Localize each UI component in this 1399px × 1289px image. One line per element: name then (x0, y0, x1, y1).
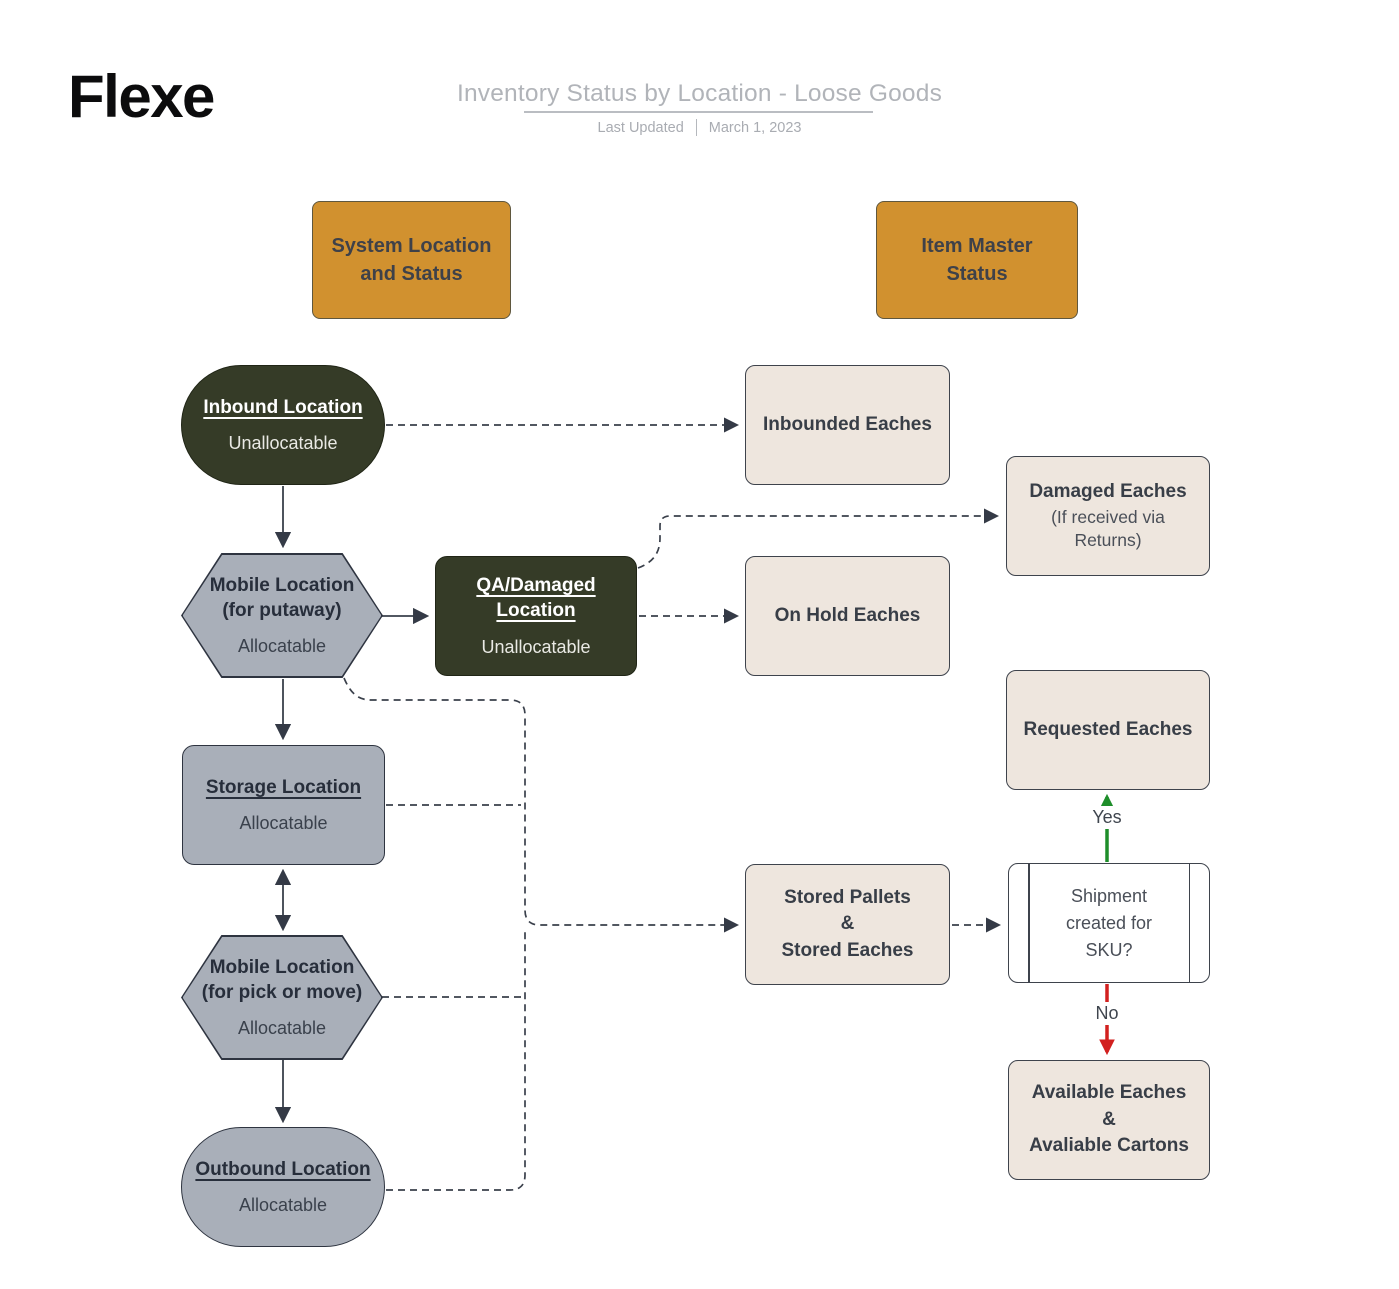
edge-trunk-to-stored (343, 677, 740, 933)
page-title: Inventory Status by Location - Loose Goo… (456, 80, 943, 107)
hexagon-body: Mobile Location (for putaway) Allocatabl… (182, 554, 382, 677)
last-updated-date: March 1, 2023 (708, 119, 802, 136)
node-label-line2: & (1102, 1108, 1116, 1130)
hexagon-body: Mobile Location (for pick or move) Alloc… (182, 936, 382, 1059)
node-inbounded-eaches: Inbounded Eaches (745, 365, 950, 485)
node-outbound-location: Outbound Location Allocatable (181, 1127, 385, 1247)
flexe-logo: Flexe (68, 63, 215, 130)
node-damaged-eaches: Damaged Eaches (If received via Returns) (1006, 456, 1210, 576)
node-storage-location: Storage Location Allocatable (182, 745, 385, 865)
edge-qa-to-damaged-eaches (637, 508, 1000, 569)
last-updated-label: Last Updated (597, 119, 684, 136)
subtitle-divider (695, 119, 697, 136)
node-label-line1: Stored Pallets (784, 886, 911, 908)
last-updated: Last Updated March 1, 2023 (0, 119, 1399, 136)
edge-label-no: No (1088, 1002, 1126, 1025)
node-title: Outbound Location (195, 1158, 371, 1180)
node-label-line2: & (840, 913, 855, 935)
node-title: Storage Location (205, 776, 362, 798)
column-header-label: Item Master Status (921, 235, 1033, 285)
node-label: On Hold Eaches (774, 604, 921, 626)
node-mobile-location-putaway: Mobile Location (for putaway) Allocatabl… (181, 553, 383, 678)
node-inbound-location: Inbound Location Unallocatable (181, 365, 385, 485)
node-title: Mobile Location (for putaway) (209, 574, 355, 621)
column-header-label: System Location and Status (331, 235, 492, 285)
node-label-line1: Available Eaches (1031, 1082, 1187, 1104)
column-header-system-location: System Location and Status (312, 201, 511, 319)
node-note: (If received via Returns) (1051, 506, 1165, 551)
node-label: Requested Eaches (1023, 718, 1193, 740)
node-label: Inbounded Eaches (763, 413, 932, 435)
node-status: Unallocatable (228, 433, 338, 454)
node-requested-eaches: Requested Eaches (1006, 670, 1210, 790)
node-status: Allocatable (237, 1018, 327, 1039)
title-underline (524, 111, 873, 113)
node-status: Allocatable (239, 813, 328, 834)
node-title: Inbound Location (203, 396, 363, 418)
node-title: QA/Damaged Location (476, 575, 596, 621)
node-label-line3: Avaliable Cartons (1029, 1135, 1189, 1157)
node-available-eaches-cartons: Available Eaches & Avaliable Cartons (1008, 1060, 1210, 1180)
node-mobile-location-pick-move: Mobile Location (for pick or move) Alloc… (181, 935, 383, 1060)
node-shipment-created-for-sku: Shipment created for SKU? (1008, 863, 1210, 983)
node-status: Unallocatable (481, 636, 591, 657)
node-status: Allocatable (238, 1195, 328, 1216)
node-status: Allocatable (237, 636, 327, 657)
node-stored-pallets-eaches: Stored Pallets & Stored Eaches (745, 864, 950, 985)
decision-question: Shipment created for SKU? (1065, 885, 1153, 960)
edge-outbound-to-trunk (386, 931, 526, 1191)
node-qa-damaged-location: QA/Damaged Location Unallocatable (435, 556, 637, 676)
node-label-line3: Stored Eaches (781, 939, 914, 961)
column-header-item-master: Item Master Status (876, 201, 1078, 319)
node-label: Damaged Eaches (1029, 481, 1187, 503)
edge-label-yes: Yes (1086, 806, 1128, 829)
node-title: Mobile Location (for pick or move) (201, 956, 363, 1003)
node-on-hold-eaches: On Hold Eaches (745, 556, 950, 676)
